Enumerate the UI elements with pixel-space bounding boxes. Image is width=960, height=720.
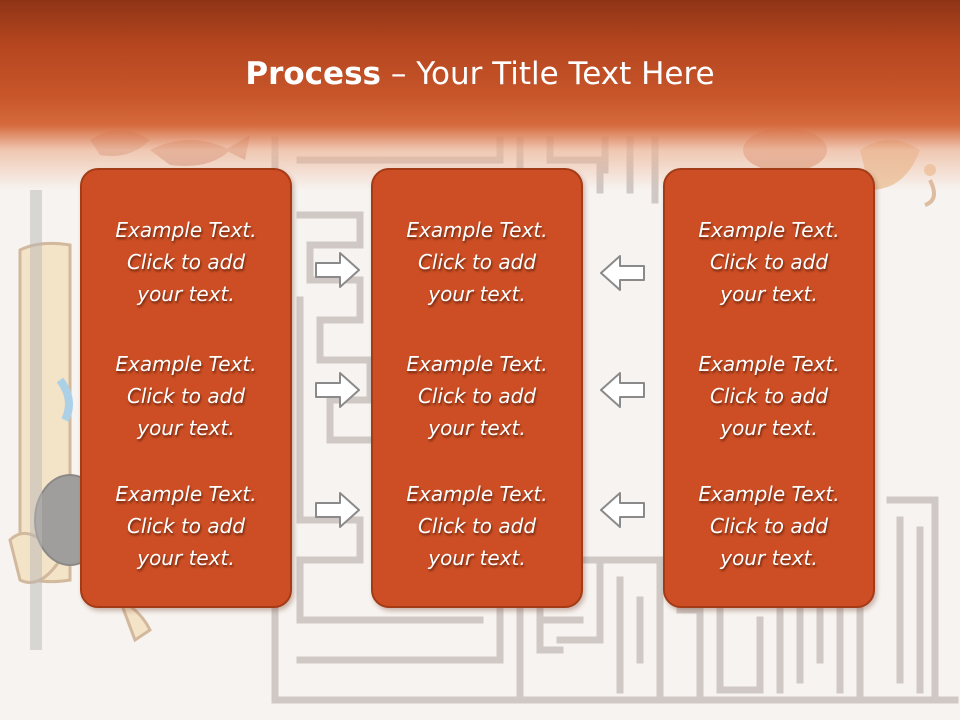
title-rest: – Your Title Text Here (381, 56, 715, 92)
text-line: your text. (720, 546, 818, 570)
title-bold: Process (245, 56, 381, 92)
process-box-left[interactable]: Example Text. Click to add your text. Ex… (80, 168, 292, 608)
text-line: Example Text. (698, 482, 840, 506)
text-line: Click to add (709, 384, 829, 408)
text-placeholder[interactable]: Example Text. Click to add your text. (665, 214, 873, 310)
text-line: Example Text. (115, 352, 257, 376)
text-line: Click to add (126, 384, 246, 408)
text-line: your text. (137, 416, 235, 440)
title-bar (0, 0, 960, 190)
right-arrow-icon (315, 492, 360, 528)
process-box-center[interactable]: Example Text. Click to add your text. Ex… (371, 168, 583, 608)
right-arrow-icon (315, 252, 360, 288)
text-line: Click to add (709, 250, 829, 274)
text-line: Example Text. (115, 482, 257, 506)
left-arrow-icon (600, 372, 645, 408)
text-line: your text. (428, 282, 526, 306)
text-placeholder[interactable]: Example Text. Click to add your text. (373, 214, 581, 310)
text-line: your text. (428, 546, 526, 570)
right-arrow-icon (315, 372, 360, 408)
text-line: Click to add (417, 384, 537, 408)
text-line: Example Text. (115, 218, 257, 242)
text-placeholder[interactable]: Example Text. Click to add your text. (82, 214, 290, 310)
text-line: your text. (720, 282, 818, 306)
text-placeholder[interactable]: Example Text. Click to add your text. (665, 478, 873, 574)
text-line: Click to add (126, 514, 246, 538)
text-line: your text. (720, 416, 818, 440)
text-placeholder[interactable]: Example Text. Click to add your text. (373, 348, 581, 444)
text-line: Example Text. (698, 352, 840, 376)
text-line: your text. (137, 282, 235, 306)
text-line: Example Text. (698, 218, 840, 242)
text-line: Example Text. (406, 482, 548, 506)
text-line: Example Text. (406, 352, 548, 376)
text-placeholder[interactable]: Example Text. Click to add your text. (82, 478, 290, 574)
text-line: Click to add (417, 250, 537, 274)
text-line: your text. (137, 546, 235, 570)
text-placeholder[interactable]: Example Text. Click to add your text. (82, 348, 290, 444)
text-line: Click to add (126, 250, 246, 274)
text-line: Example Text. (406, 218, 548, 242)
left-arrow-icon (600, 255, 645, 291)
text-line: Click to add (709, 514, 829, 538)
text-line: Click to add (417, 514, 537, 538)
text-placeholder[interactable]: Example Text. Click to add your text. (373, 478, 581, 574)
slide-title[interactable]: Process – Your Title Text Here (0, 56, 960, 92)
text-line: your text. (428, 416, 526, 440)
text-placeholder[interactable]: Example Text. Click to add your text. (665, 348, 873, 444)
left-arrow-icon (600, 492, 645, 528)
process-box-right[interactable]: Example Text. Click to add your text. Ex… (663, 168, 875, 608)
